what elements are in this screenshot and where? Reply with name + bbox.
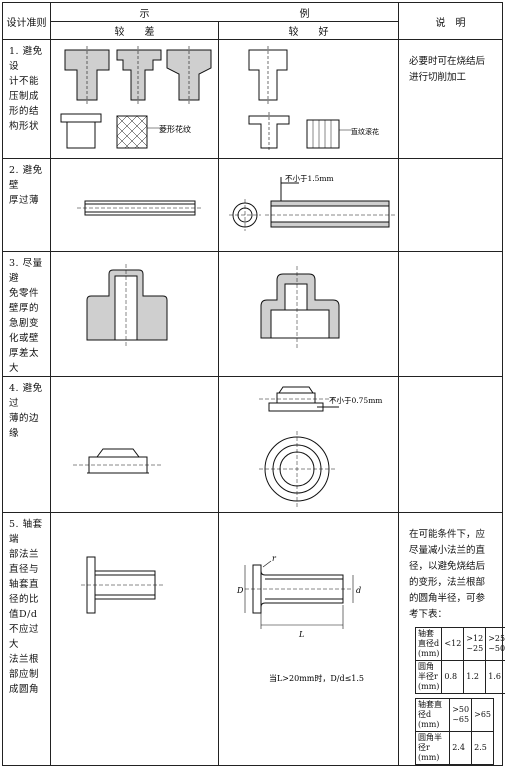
bad-figure (50, 158, 219, 252)
header-good: 较 好 (218, 21, 399, 40)
bad-drawing (86, 264, 168, 348)
header-rule: 设计准则 (2, 2, 51, 40)
good-figure: 不小于1.5mm (218, 158, 399, 252)
t2-r-1: 2.4 (449, 731, 473, 765)
radius-table-2: 轴套直径d (mm) >50 ~65 >65 圆角半径r (mm) 2.4 2.… (414, 698, 494, 765)
bad-figure: 菱形花纹 (50, 39, 219, 159)
radius-table-1: 轴套直径d (mm) <12 >12 ~25 >25 ~50 圆角半径r (mm… (414, 627, 505, 694)
rule-text: 3. 尽量避 免零件 壁厚的 急剧变 化或壁 厚差太 大 (9, 258, 43, 374)
rule-text: 5. 轴套端 部法兰 直径与 轴套直 径的比 值D/d 不应过 大 法兰根 部应… (9, 519, 43, 695)
good-drawing: D d L r 当L>20mm时，D/d≤1.5 (236, 554, 364, 683)
rule-text: 4. 避免过 薄的边 缘 (9, 383, 43, 439)
rule-cell: 4. 避免过 薄的边 缘 (2, 376, 51, 513)
bad-figure (50, 251, 219, 377)
rule-text: 2. 避免壁 厚过薄 (9, 165, 43, 206)
note-text: 在可能条件下，应尽量减小法兰的直径，以避免烧结后的变形，法兰根部的圆角半径，可参… (409, 529, 486, 620)
note-cell (398, 376, 503, 513)
rule-cell: 1. 避免设 计不能 压制成 形的结 构形状 (2, 39, 51, 159)
header-bad: 较 差 (50, 21, 219, 40)
t1-label-d: 轴套直径d (mm) (414, 627, 443, 661)
t1-r-3: 1.6 (485, 660, 505, 694)
note-cell (398, 158, 503, 252)
rule-cell: 2. 避免壁 厚过薄 (2, 158, 51, 252)
good-figure: D d L r 当L>20mm时，D/d≤1.5 (218, 512, 399, 766)
note-cell: 必要时可在烧结后进行切削加工 (398, 39, 503, 159)
header-example-char-2: 例 (299, 8, 310, 20)
rule-cell: 5. 轴套端 部法兰 直径与 轴套直 径的比 值D/d 不应过 大 法兰根 部应… (2, 512, 51, 766)
bad-drawing: 菱形花纹 (60, 46, 212, 149)
good-drawing (260, 266, 340, 348)
dim-D: D (236, 586, 244, 595)
good-drawing: 不小于1.5mm (229, 174, 395, 231)
good-figure: 直纹滚花 (218, 39, 399, 159)
t2-label-d: 轴套直径d (mm) (414, 698, 451, 732)
t2-d-1: >50 ~65 (449, 698, 473, 732)
table-row: 5. 轴套端 部法兰 直径与 轴套直 径的比 值D/d 不应过 大 法兰根 部应… (2, 512, 505, 766)
table-row: 3. 尽量避 免零件 壁厚的 急剧变 化或壁 厚差太 大 (2, 251, 503, 377)
t2-d-2: >65 (471, 698, 494, 732)
good-label: 不小于0.75mm (329, 396, 382, 405)
bad-drawing (73, 448, 163, 474)
dim-d: d (356, 586, 361, 595)
good-figure: 不小于0.75mm (218, 376, 399, 513)
good-drawing: 不小于0.75mm (259, 386, 382, 507)
bad-drawing (77, 200, 203, 216)
t2-r-2: 2.5 (471, 731, 494, 765)
table-row: 2. 避免壁 厚过薄 (2, 158, 503, 252)
dim-L: L (298, 630, 304, 639)
good-label: 直纹滚花 (351, 127, 379, 136)
good-label: 不小于1.5mm (285, 174, 334, 183)
good-figure (218, 251, 399, 377)
note-cell: 在可能条件下，应尽量减小法兰的直径，以避免烧结后的变形，法兰根部的圆角半径，可参… (398, 512, 505, 766)
header-note: 说 明 (398, 2, 503, 40)
table-row: 1. 避免设 计不能 压制成 形的结 构形状 (2, 39, 503, 159)
note-cell (398, 251, 503, 377)
good-caption: 当L>20mm时，D/d≤1.5 (269, 673, 364, 683)
bad-label: 菱形花纹 (159, 124, 191, 134)
t1-d-1: <12 (441, 627, 465, 661)
table-row: 4. 避免过 薄的边 缘 (2, 376, 503, 513)
header-example-char-1: 示 (139, 8, 150, 20)
t1-d-3: >25 ~50 (485, 627, 505, 661)
t2-label-r: 圆角半径r (mm) (414, 731, 451, 765)
t1-label-r: 圆角半径r (mm) (414, 660, 443, 694)
rule-text: 1. 避免设 计不能 压制成 形的结 构形状 (9, 46, 43, 132)
bad-drawing (81, 556, 163, 614)
bad-figure (50, 512, 219, 766)
good-drawing: 直纹滚花 (248, 46, 379, 152)
bad-figure (50, 376, 219, 513)
header-example: 示例 (50, 2, 399, 22)
t1-r-1: 0.8 (441, 660, 465, 694)
t1-d-2: >12 ~25 (463, 627, 487, 661)
rule-cell: 3. 尽量避 免零件 壁厚的 急剧变 化或壁 厚差太 大 (2, 251, 51, 377)
t1-r-2: 1.2 (463, 660, 487, 694)
dim-r: r (272, 554, 277, 563)
